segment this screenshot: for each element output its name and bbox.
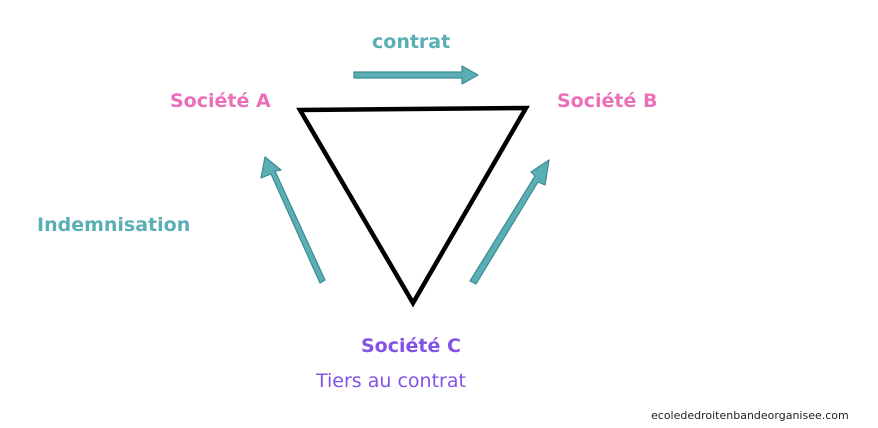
compensation-label: Indemnisation bbox=[37, 214, 191, 236]
right-arrow-icon bbox=[469, 159, 550, 285]
company-c-label: Société C bbox=[361, 335, 461, 357]
company-a-label: Société A bbox=[170, 90, 271, 112]
contract-arrow-icon bbox=[353, 65, 479, 85]
triangle-outline bbox=[296, 105, 530, 308]
company-b-label: Société B bbox=[557, 90, 658, 112]
website-credit: ecolededroitenbandeorganisee.com bbox=[651, 409, 849, 422]
third-party-label: Tiers au contrat bbox=[316, 370, 466, 392]
left-arrow-icon bbox=[260, 156, 326, 284]
contract-label: contrat bbox=[372, 31, 451, 53]
